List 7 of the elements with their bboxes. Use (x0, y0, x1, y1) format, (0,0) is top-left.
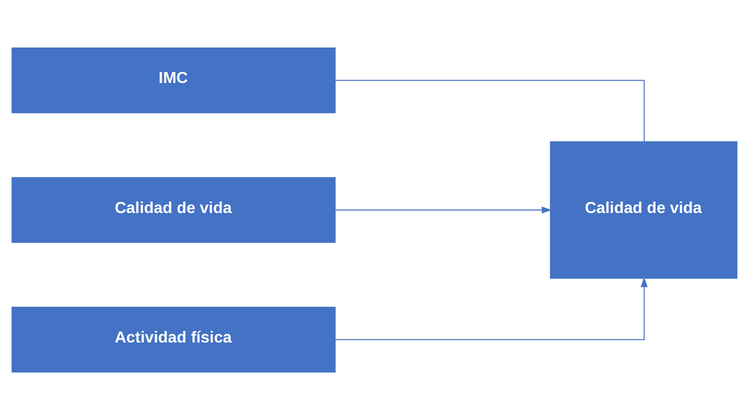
arrow (334, 276, 648, 340)
node-box: IMC (12, 47, 336, 113)
node-box: Actividad física (12, 306, 336, 372)
node-box: Calidad de vida (12, 176, 336, 242)
connector (334, 79, 645, 142)
node-box: Calidad de vida (550, 140, 738, 278)
arrow (334, 206, 552, 213)
